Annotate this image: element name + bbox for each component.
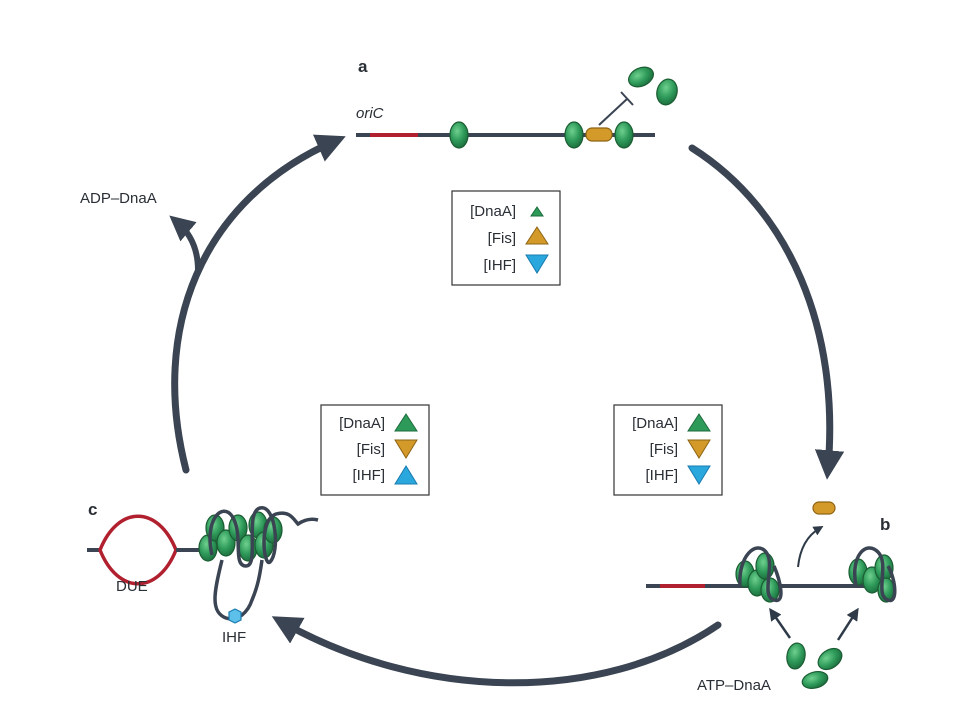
trend-up-icon [394,413,418,432]
dnaa-oligomer [198,506,319,568]
trend-up-small-icon [530,206,544,217]
free-dnaa-protein [656,78,678,106]
legend-c-row-fis-label: [Fis] [357,441,385,458]
recruitment-arrow [769,607,792,639]
fis-protein [812,501,836,515]
trend-up-icon [394,465,418,485]
trend-up-icon [525,226,549,245]
dna-wrap [208,506,319,568]
cycle-arrow-c-to-a [171,134,346,474]
dna-loop [853,546,897,603]
free-dnaa-protein [786,642,806,670]
dnaa-complex [848,546,897,603]
panel-b: b ATP–DnaA [646,501,897,694]
dnaa-protein [755,552,775,580]
legend-b-row-fis-label: [Fis] [650,441,678,458]
recruitment-arrow [836,607,859,641]
dna-loop [738,546,783,603]
ihf-protein [228,608,242,624]
fis-protein [585,127,613,142]
inhibition-bar [620,91,634,106]
ihf-label: IHF [222,629,246,646]
legend-c-row-dnaa-label: [DnaA] [339,415,385,432]
trend-up-icon [687,413,711,432]
release-arrow-adp-dnaa [169,215,201,273]
legend-b: [DnaA] [Fis] [IHF] [613,404,723,496]
legend-a-row-ihf-label: [IHF] [484,257,517,274]
cycle-arrows [169,134,845,687]
legend-a: [DnaA] [Fis] [IHF] [451,190,561,286]
trend-down-icon [525,254,549,274]
dnaa-protein [564,121,584,149]
legend-b-row-dnaa-label: [DnaA] [632,415,678,432]
panel-c-letter: c [88,500,97,519]
trend-down-icon [687,439,711,459]
dnaa-protein [449,121,469,149]
panel-b-letter: b [880,515,890,534]
due-label: DUE [116,578,148,595]
dnaa-protein [614,121,634,149]
legend-c: [DnaA] [Fis] [IHF] [320,404,430,496]
panel-c: c DUE IHF [87,500,319,646]
legend-b-row-ihf-label: [IHF] [646,467,679,484]
cycle-arrow-b-to-c [271,616,722,687]
legend-a-row-fis-label: [Fis] [488,230,516,247]
panel-a: a oriC [356,57,678,149]
cycle-arrow-a-to-b [688,144,845,480]
trend-down-icon [687,465,711,485]
trend-down-icon [394,439,418,459]
free-dnaa-protein [628,66,654,88]
dnaa-complex [735,546,783,603]
ihf-dna-bend [213,559,264,621]
free-dnaa-protein [817,647,843,671]
due-bubble [98,514,178,586]
dnaa-protein [238,534,258,562]
fis-release-arrow [797,525,824,568]
legend-c-row-ihf-label: [IHF] [353,467,386,484]
panel-a-letter: a [358,57,368,76]
inhibition-line [598,98,628,126]
release-label: ADP–DnaA [80,190,157,207]
free-dnaa-protein [801,670,829,690]
origin-label: oriC [356,105,384,122]
atp-dnaa-label: ATP–DnaA [697,677,771,694]
legend-a-row-dnaa-label: [DnaA] [470,203,516,220]
